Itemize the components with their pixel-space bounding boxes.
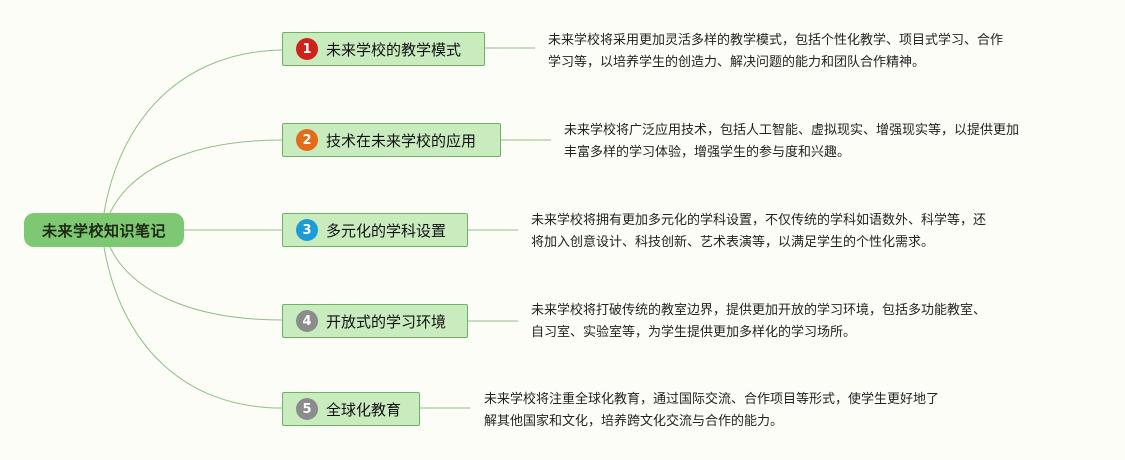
branch-title-5: 全球化教育 <box>326 400 402 419</box>
root-label: 未来学校知识笔记 <box>41 221 166 240</box>
branch-description-4-line-2: 自习室、实验室等，为学生提供更加多样化的学习场所。 <box>531 325 857 340</box>
branch-description-5: 未来学校将注重全球化教育，通过国际交流、合作项目等形式，使学生更好地了 解其他国… <box>484 389 939 433</box>
branch-description-2: 未来学校将广泛应用技术，包括人工智能、虚拟现实、增强现实等，以提供更加 丰富多样… <box>564 120 1019 164</box>
branch-description-4-line-1: 未来学校将打破传统的教室边界，提供更加开放的学习环境，包括多功能教室、 <box>531 303 987 318</box>
branch-title-1: 未来学校的教学模式 <box>326 40 462 59</box>
branch-description-4: 未来学校将打破传统的教室边界，提供更加开放的学习环境，包括多功能教室、 自习室、… <box>531 300 986 344</box>
branch-node-1[interactable]: 1 未来学校的教学模式 <box>282 32 485 66</box>
branch-title-4: 开放式的学习环境 <box>326 312 447 331</box>
branch-description-3: 未来学校将拥有更加多元化的学科设置，不仅传统的学科如语数外、科学等，还 将加入创… <box>531 210 986 254</box>
number-1-badge-icon: 1 <box>296 38 318 60</box>
branch-node-5[interactable]: 5 全球化教育 <box>282 392 420 426</box>
number-3-badge-icon: 3 <box>296 219 318 241</box>
branch-description-1-line-2: 学习等，以培养学生的创造力、解决问题的能力和团队合作精神。 <box>548 55 926 70</box>
branch-node-2[interactable]: 2 技术在未来学校的应用 <box>282 123 501 157</box>
connector-root-2 <box>109 139 283 214</box>
branch-description-3-line-2: 将加入创意设计、科技创新、艺术表演等，以满足学生的个性化需求。 <box>531 235 935 250</box>
connector-root-5 <box>103 246 283 409</box>
root-node[interactable]: 未来学校知识笔记 <box>24 213 184 247</box>
number-5-badge-icon: 5 <box>296 398 318 420</box>
branch-node-4[interactable]: 4 开放式的学习环境 <box>282 304 468 338</box>
branch-description-3-line-1: 未来学校将拥有更加多元化的学科设置，不仅传统的学科如语数外、科学等，还 <box>531 213 987 228</box>
branch-description-5-line-1: 未来学校将注重全球化教育，通过国际交流、合作项目等形式，使学生更好地了 <box>484 392 940 407</box>
branch-description-2-line-2: 丰富多样的学习体验，增强学生的参与度和兴趣。 <box>564 145 851 160</box>
connector-root-4 <box>109 246 283 321</box>
branch-description-2-line-1: 未来学校将广泛应用技术，包括人工智能、虚拟现实、增强现实等，以提供更加 <box>564 123 1020 138</box>
branch-description-5-line-2: 解其他国家和文化，培养跨文化交流与合作的能力。 <box>484 414 784 429</box>
number-2-badge-icon: 2 <box>296 129 318 151</box>
number-4-badge-icon: 4 <box>296 310 318 332</box>
branch-title-2: 技术在未来学校的应用 <box>326 131 477 150</box>
connector-root-1 <box>103 49 283 214</box>
branch-description-1-line-1: 未来学校将采用更加灵活多样的教学模式，包括个性化教学、项目式学习、合作 <box>548 33 1004 48</box>
branch-description-1: 未来学校将采用更加灵活多样的教学模式，包括个性化教学、项目式学习、合作 学习等，… <box>548 30 1003 74</box>
branch-title-3: 多元化的学科设置 <box>326 221 447 240</box>
branch-node-3[interactable]: 3 多元化的学科设置 <box>282 213 468 247</box>
